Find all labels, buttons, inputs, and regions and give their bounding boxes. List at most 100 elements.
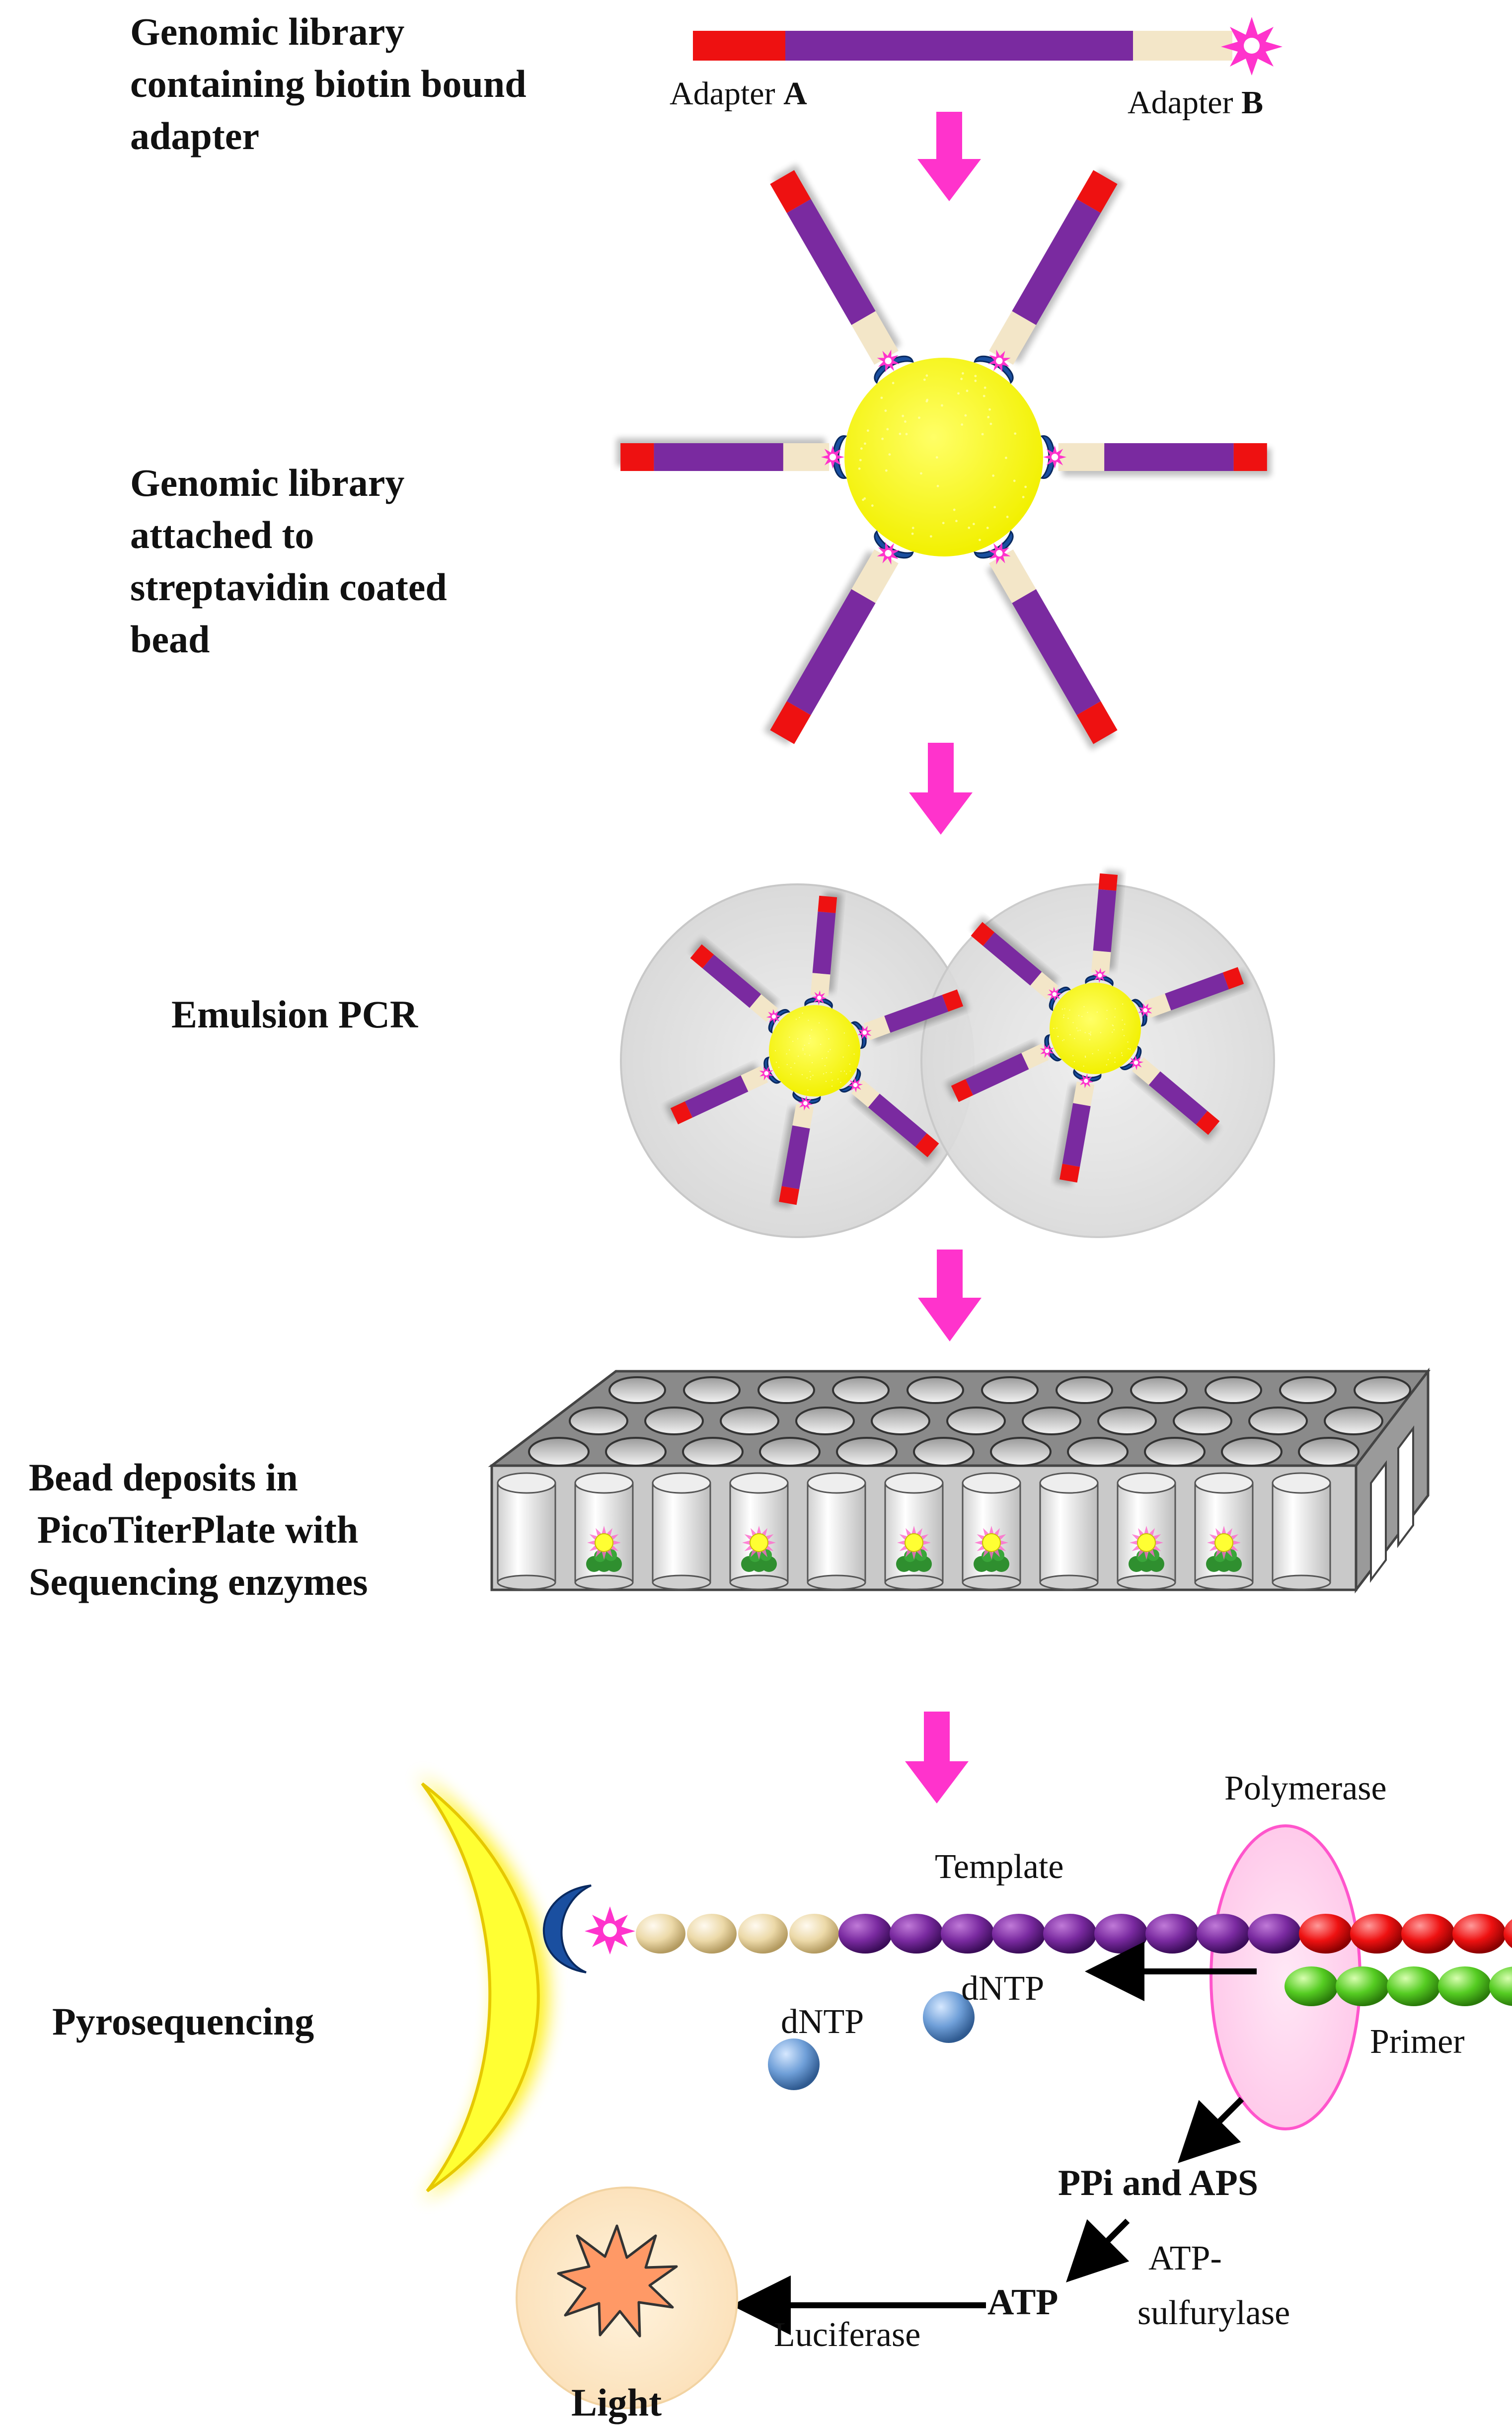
plate-well [606,1438,666,1466]
bead-in-well [983,1534,1000,1552]
template-nucleotide [992,1914,1046,1954]
template-nucleotide [1299,1914,1353,1954]
atp-sulfurylase-label: ATP- sulfurylase [1137,2239,1290,2332]
plate-well [907,1377,963,1403]
plate-well [684,1377,740,1403]
plate-well-tube [730,1473,788,1589]
picotiterplate [492,1371,1428,1590]
plate-well [760,1438,820,1466]
step4-label: Bead deposits in PicoTiterPlate with Seq… [29,1456,368,1603]
bead-core [769,1005,860,1096]
template-nucleotide [1401,1914,1455,1954]
ppi-aps-label: PPi and APS [1058,2163,1258,2203]
template-label: Template [935,1848,1063,1886]
insert-segment [785,31,1133,61]
plate-well-tube [885,1473,943,1589]
plate-well [1325,1408,1382,1434]
bead-in-well [1137,1534,1155,1552]
plate-well [914,1438,974,1466]
plate-well-tube [1118,1473,1175,1589]
plate-well-tube [1195,1473,1253,1589]
plate-well-tube [808,1473,865,1589]
bound-fragment [975,163,1126,383]
plate-well [982,1377,1038,1403]
emulsion-droplets [621,869,1274,1237]
adapter-b-label: Adapter B [1128,84,1263,121]
plate-well [1249,1408,1307,1434]
plate-well [1057,1377,1112,1403]
plate-well-tube [498,1473,555,1589]
adapter-b-segment [1133,31,1232,61]
plate-well [1131,1377,1187,1403]
dntp-label-1: dNTP [961,1969,1044,2008]
dntp-molecule-2 [768,2038,820,2090]
template-nucleotide [1248,1914,1301,1954]
template-nucleotide [1350,1914,1404,1954]
plate-well-tube [575,1473,633,1589]
template-nucleotide [1452,1914,1506,1954]
step1-label: Genomic library containing biotin bound … [130,10,536,157]
bound-fragment [762,532,913,751]
template-nucleotide [636,1914,685,1954]
plate-well [609,1377,665,1403]
step3-label: Emulsion PCR [171,993,419,1036]
template-nucleotide [687,1914,737,1954]
bead-core [844,358,1043,556]
streptavidin-cup-icon [544,1885,591,1972]
step5-label: Pyrosequencing [52,2000,314,2043]
down-arrow-4 [905,1712,969,1803]
adapter-a-segment [693,31,785,61]
bead-in-well [595,1534,613,1552]
plate-well [1299,1438,1359,1466]
template-nucleotide [1094,1914,1148,1954]
plate-well [991,1438,1051,1466]
plate-well [645,1408,703,1434]
step2-label: Genomic library attached to streptavidin… [130,461,456,661]
down-arrow-3 [918,1250,982,1341]
template-strand [636,1914,1512,1954]
bead-in-well [750,1534,768,1552]
plate-wells-front [498,1473,1330,1589]
ppi-release-arrow [1195,2099,1242,2146]
bead-in-well [905,1534,923,1552]
polymerase-label: Polymerase [1224,1769,1387,1807]
plate-well [758,1377,814,1403]
down-arrow-1 [917,112,981,201]
bead-core [1050,983,1141,1074]
plate-well [1174,1408,1231,1434]
plate-well [872,1408,929,1434]
streptavidin-bead-large [616,163,1271,751]
light-label: Light [571,2381,662,2424]
bound-fragment [975,532,1126,751]
plate-well [1280,1377,1336,1403]
glowing-crescent-icon [417,1774,548,2201]
bead-in-well [1215,1534,1233,1552]
plate-well-tube [1273,1473,1330,1589]
adapter-a-label: Adapter A [670,76,807,112]
plate-well [837,1438,897,1466]
biotin-icon [1221,17,1283,76]
biotin-icon-pyro [585,1906,635,1955]
plate-well [721,1408,778,1434]
primer-nucleotide [1438,1966,1492,2006]
plate-well-tube [653,1473,710,1589]
plate-well [1068,1438,1128,1466]
template-nucleotide [738,1914,788,1954]
plate-well [1023,1408,1080,1434]
bound-fragment [1042,436,1271,478]
plate-well [1222,1438,1282,1466]
dntp-label-2: dNTP [781,2003,864,2041]
plate-well [570,1408,627,1434]
plate-well [833,1377,889,1403]
plate-well [1098,1408,1156,1434]
template-nucleotide [789,1914,839,1954]
plate-well [1355,1377,1410,1403]
down-arrow-2 [909,743,973,835]
template-nucleotide [1197,1914,1250,1954]
primer-nucleotide [1285,1966,1338,2006]
plate-well [529,1438,589,1466]
atp-formation-arrow [1083,2221,1128,2266]
plate-well [1206,1377,1261,1403]
template-nucleotide [1043,1914,1097,1954]
luciferase-label: Luciferase [774,2316,920,2354]
